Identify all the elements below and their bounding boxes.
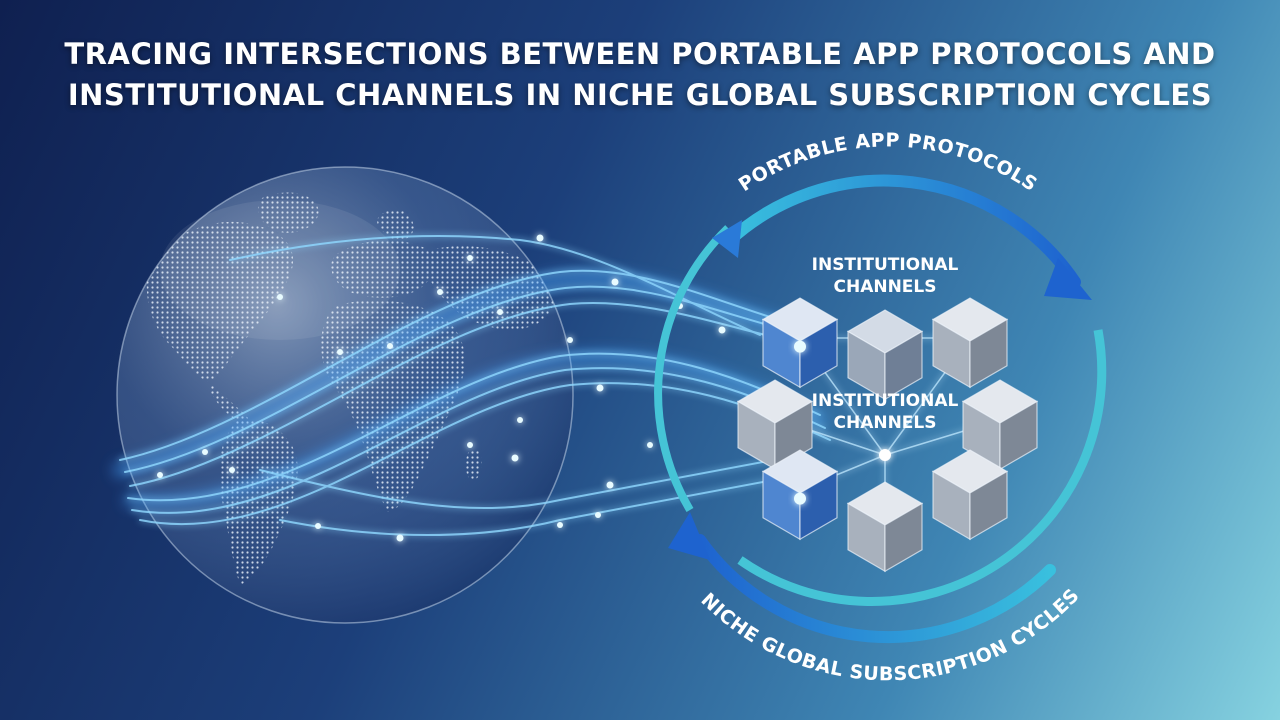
institutional-channels-upper-line2: CHANNELS	[833, 277, 936, 297]
cube-icon	[761, 297, 839, 389]
data-streams	[113, 234, 831, 542]
cycle-arrow-icon	[654, 174, 1107, 643]
page-title-line2: INSTITUTIONAL CHANNELS IN NICHE GLOBAL S…	[67, 78, 1213, 112]
cube-icon	[961, 379, 1039, 471]
institutional-channels-upper-line1: INSTITUTIONAL	[812, 255, 959, 275]
cube-icon	[931, 449, 1009, 541]
network-hub-glow	[879, 449, 891, 461]
institutional-channels-middle-line2: CHANNELS	[833, 413, 936, 433]
cube-icon	[736, 379, 814, 471]
cube-icon	[931, 297, 1009, 389]
page-title-line1: TRACING INTERSECTIONS BETWEEN PORTABLE A…	[64, 37, 1216, 71]
page-title: TRACING INTERSECTIONS BETWEEN PORTABLE A…	[0, 34, 1280, 116]
institutional-channels-middle-line1: INSTITUTIONAL	[812, 391, 959, 411]
cube-icon	[846, 309, 924, 401]
cube-icon	[761, 449, 839, 541]
cube-icon	[846, 481, 924, 573]
cube-group	[736, 297, 1039, 573]
